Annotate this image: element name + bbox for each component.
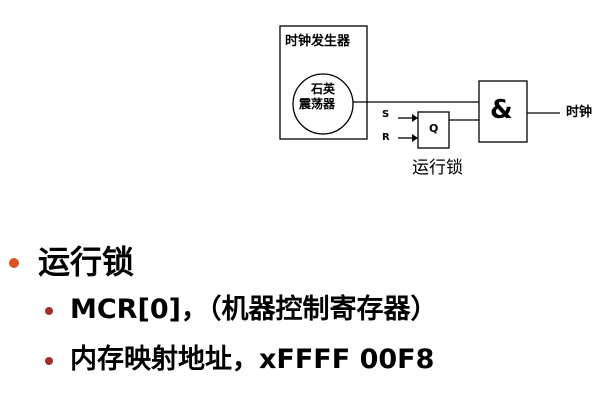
and-label: & [490, 95, 513, 125]
latch-box [417, 111, 450, 149]
diagram-caption: 运行锁 [412, 158, 463, 178]
sub-bullet-2: 内存映射地址，xFFFF 00F8 [70, 344, 435, 375]
bullet-icon [9, 258, 19, 268]
clock-generator-box [279, 25, 368, 140]
bullet-main: 运行锁 [38, 243, 135, 281]
oscillator-circle [292, 73, 354, 135]
oscillator-label-2: 震荡器 [299, 97, 336, 111]
s-label: S [382, 109, 390, 120]
sub-bullet-icon [45, 307, 53, 315]
q-label: Q [429, 122, 439, 135]
and-gate [478, 80, 528, 143]
oscillator-label-1: 石英 [311, 82, 336, 96]
r-label: R [382, 132, 390, 143]
output-label: 时钟 [566, 105, 593, 120]
sub-bullet-icon [45, 357, 53, 365]
sub-bullet-1: MCR[0]，（机器控制寄存器） [70, 294, 438, 325]
clock-generator-label: 时钟发生器 [285, 34, 351, 49]
